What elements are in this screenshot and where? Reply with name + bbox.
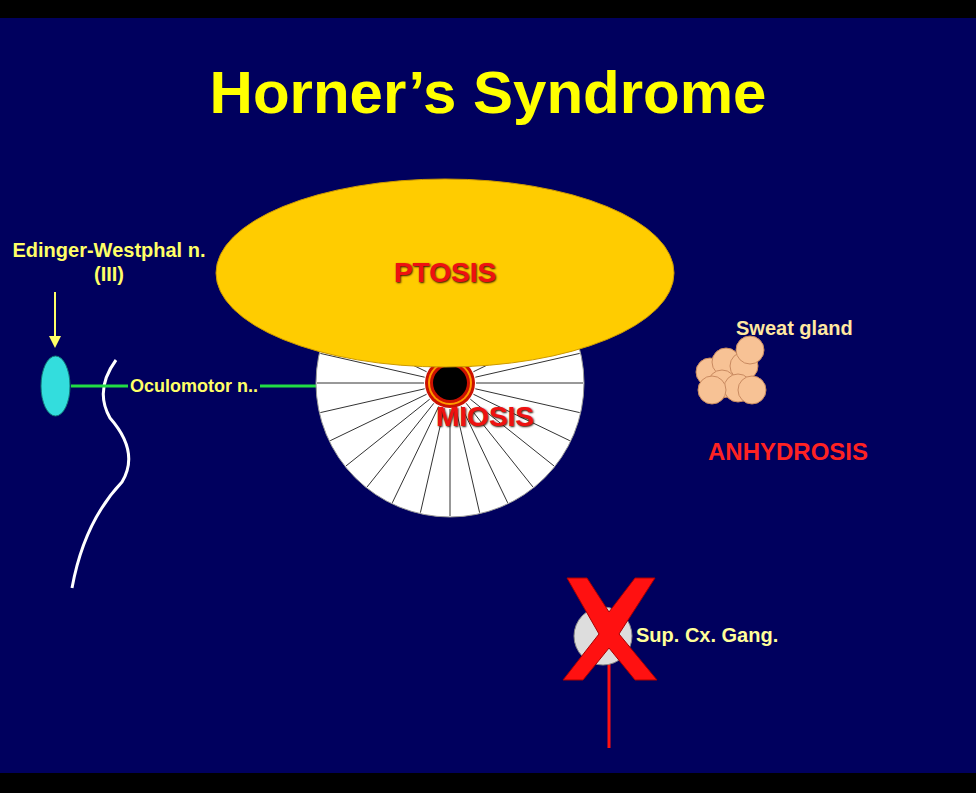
symptom-label: ANHYDROSIS: [708, 438, 868, 466]
iris-ray: [346, 399, 430, 466]
brainstem-outline: [72, 360, 129, 588]
sympathetic-fibre: [608, 660, 611, 748]
iris-ray: [367, 403, 434, 487]
ganglion-node: Sup. Cx. Gang.: [573, 606, 633, 666]
nucleus-node: Edinger-Westphal n. (III): [40, 355, 71, 417]
node-label: Sweat gland: [736, 316, 853, 340]
iris-ray: [476, 383, 583, 384]
iris-ray: [317, 383, 424, 384]
iris-ray: [470, 300, 554, 367]
gland-lobule: [738, 376, 766, 404]
iris-ray: [475, 353, 579, 377]
iris-ray: [367, 279, 434, 363]
gland-lobule: [698, 376, 726, 404]
nerve-label: Oculomotor n..: [128, 375, 260, 397]
iris-ray: [392, 263, 438, 359]
node-label: PTOSIS: [394, 256, 496, 290]
iris-ray: [330, 394, 426, 440]
iris-ray: [473, 325, 569, 371]
iris-ray: [346, 300, 430, 367]
iris-disc: [316, 249, 584, 517]
leader-arrow: [54, 292, 56, 338]
node-label: Sup. Cx. Gang.: [636, 623, 778, 647]
sweat-gland: Sweat gland: [692, 338, 772, 414]
leader-arrowhead: [49, 336, 61, 348]
iris-ray: [330, 325, 426, 371]
iris-ray: [420, 253, 444, 357]
sweat-gland-shape: [692, 338, 772, 414]
node-label: Edinger-Westphal n. (III): [4, 238, 214, 286]
iris-ray: [450, 250, 451, 357]
gland-lobule: [736, 336, 764, 364]
iris-ray: [461, 263, 507, 359]
node-label: MIOSIS: [436, 400, 534, 434]
ptosis-ellipse: PTOSIS: [215, 178, 675, 368]
nucleus-node-shape: [40, 355, 71, 417]
pupil-ring: [433, 366, 467, 400]
iris-ray: [320, 353, 424, 377]
nucleus-ellipse: [41, 356, 70, 416]
iris-ray: [466, 279, 533, 363]
pupil-ring: [430, 363, 470, 403]
pupil-ring: [428, 361, 472, 405]
iris-ray: [320, 389, 424, 413]
iris-ray: [392, 406, 438, 502]
eyelid-ellipse: [216, 179, 674, 367]
ganglion-node-shape: [573, 606, 633, 666]
slide-title: Horner’s Syndrome: [0, 58, 976, 127]
pupil-ring: [425, 358, 475, 408]
iris-ray: [456, 253, 480, 357]
